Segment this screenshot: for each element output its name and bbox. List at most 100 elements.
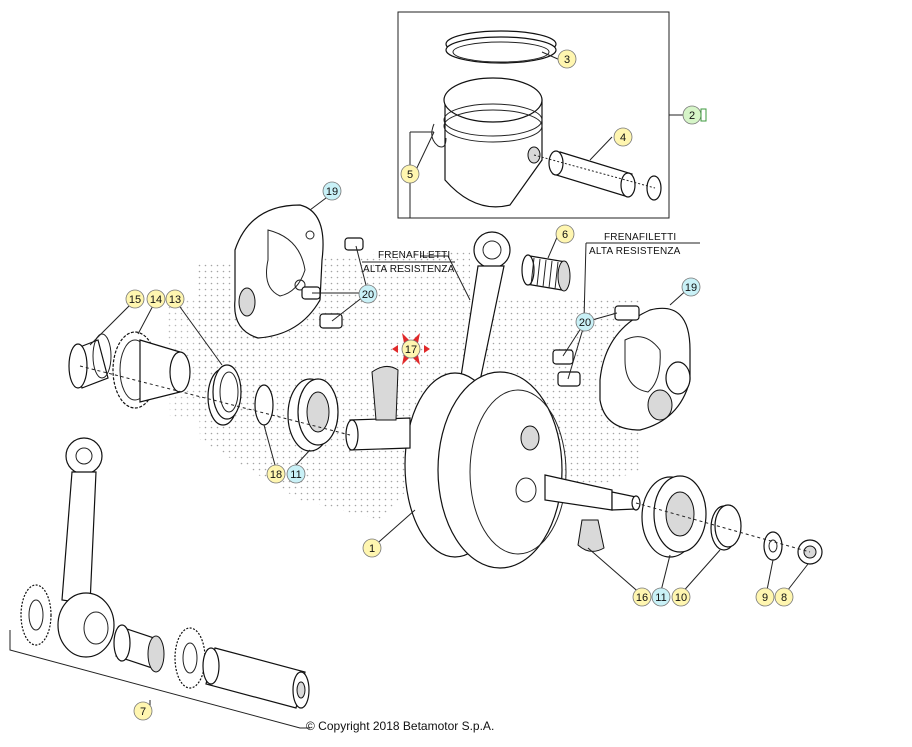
screws-right xyxy=(552,305,640,387)
callout-c20b[interactable]: 20 xyxy=(575,312,595,332)
woodruff-key-right xyxy=(577,519,605,552)
callout-label: 15 xyxy=(129,294,141,306)
callout-bubble xyxy=(651,587,671,607)
conrod-kit-rod xyxy=(57,437,115,658)
callout-c17[interactable]: 17 xyxy=(401,339,421,359)
callout-c18[interactable]: 18 xyxy=(266,464,286,484)
main-bearing-left-11 xyxy=(287,378,339,452)
piston-rings xyxy=(445,30,557,64)
callout-c7[interactable]: 7 xyxy=(133,701,153,721)
callout-label: 11 xyxy=(655,592,666,604)
callout-bubble xyxy=(362,538,382,558)
shim-ring-18 xyxy=(254,384,274,426)
callout-bubble xyxy=(774,587,794,607)
woodruff-key-left xyxy=(371,366,399,421)
callout-bracket xyxy=(700,108,707,122)
callout-c2[interactable]: 2 xyxy=(682,105,707,125)
callout-label: 6 xyxy=(562,229,568,241)
note-left-line1: FRENAFILETTI xyxy=(378,250,450,261)
callout-c19b[interactable]: 19 xyxy=(681,277,701,297)
callout-label: 20 xyxy=(579,317,591,329)
conrod-kit-crank-pin xyxy=(202,647,310,709)
callout-bubble xyxy=(613,127,633,147)
right-crank-web xyxy=(599,307,691,431)
main-bearing-right-11 xyxy=(641,475,707,558)
callout-c9[interactable]: 9 xyxy=(755,587,775,607)
callout-label: 16 xyxy=(636,592,648,604)
callout-bubble xyxy=(575,312,595,332)
callout-bubble xyxy=(400,164,420,184)
callout-bubble xyxy=(133,701,153,721)
oil-seal-right-10 xyxy=(710,504,742,551)
callout-bubble xyxy=(358,284,378,304)
callout-c20a[interactable]: 20 xyxy=(358,284,378,304)
conrod-kit-thrust-washer-left xyxy=(20,584,52,646)
callout-label: 10 xyxy=(675,592,687,604)
left-crank-web xyxy=(234,204,324,339)
note-left-line2: ALTA RESISTENZA xyxy=(363,264,455,275)
conrod-kit-group xyxy=(9,437,310,729)
piston-kit-group xyxy=(397,11,684,219)
callout-bubble xyxy=(286,464,306,484)
callout-bubble xyxy=(681,277,701,297)
note-left-thread-locker: FRENAFILETTI ALTA RESISTENZA xyxy=(362,250,455,275)
crankshaft-assembly xyxy=(345,371,641,569)
callout-bubble xyxy=(557,49,577,69)
callout-c14[interactable]: 14 xyxy=(146,289,166,309)
callout-bubble xyxy=(401,339,421,359)
bushing-13 xyxy=(207,364,242,426)
callout-label: 17 xyxy=(405,344,417,356)
callout-bubble xyxy=(555,224,575,244)
callout-label: 2 xyxy=(689,110,695,122)
callout-label: 18 xyxy=(270,469,282,481)
callout-c11b[interactable]: 11 xyxy=(651,587,671,607)
callout-label: 3 xyxy=(564,54,570,66)
callout-label: 20 xyxy=(362,289,374,301)
note-right-line2: ALTA RESISTENZA xyxy=(589,246,681,257)
callout-c11a[interactable]: 11 xyxy=(286,464,306,484)
callout-label: 19 xyxy=(685,282,697,294)
callout-c1[interactable]: 1 xyxy=(362,538,382,558)
note-right-line1: FRENAFILETTI xyxy=(604,232,676,243)
callout-c13[interactable]: 13 xyxy=(165,289,185,309)
callout-bubble xyxy=(671,587,691,607)
callout-bubble xyxy=(322,181,342,201)
callout-layer: 1 2 3 4 5 6 7 8 9 10 11 11 13 14 15 16 17 18 19 19 20 20 xyxy=(125,49,794,721)
callout-label: 9 xyxy=(762,592,768,604)
callout-c4[interactable]: 4 xyxy=(613,127,633,147)
callout-c10[interactable]: 10 xyxy=(671,587,691,607)
callout-bubble xyxy=(266,464,286,484)
callout-bubble xyxy=(125,289,145,309)
callout-label: 11 xyxy=(290,469,301,481)
callout-c19a[interactable]: 19 xyxy=(322,181,342,201)
callout-label: 19 xyxy=(326,186,338,198)
callout-c16[interactable]: 16 xyxy=(632,587,652,607)
callout-bubble xyxy=(632,587,652,607)
callout-bubble xyxy=(755,587,775,607)
callout-label: 4 xyxy=(620,132,626,144)
callout-c15[interactable]: 15 xyxy=(125,289,145,309)
conrod-kit-needle-bearing xyxy=(113,624,165,673)
callout-label: 5 xyxy=(407,169,413,181)
callout-label: 7 xyxy=(140,706,146,718)
callout-c6[interactable]: 6 xyxy=(555,224,575,244)
callout-c3[interactable]: 3 xyxy=(557,49,577,69)
callout-label: 8 xyxy=(781,592,787,604)
piston xyxy=(443,77,543,208)
callout-label: 1 xyxy=(369,543,375,555)
conrod-kit-thrust-washer-right xyxy=(174,627,206,689)
callout-c8[interactable]: 8 xyxy=(774,587,794,607)
wrist-pin xyxy=(548,150,636,198)
callout-c5[interactable]: 5 xyxy=(400,164,420,184)
small-end-needle-bearing xyxy=(521,254,571,292)
note-right-thread-locker: FRENAFILETTI ALTA RESISTENZA xyxy=(589,232,681,257)
left-nut-15 xyxy=(68,333,112,389)
leader-lines xyxy=(89,51,809,596)
washer-9 xyxy=(763,531,783,561)
callout-label: 13 xyxy=(169,294,181,306)
callout-bubble xyxy=(146,289,166,309)
callout-label: 14 xyxy=(150,294,162,306)
copyright-notice: © Copyright 2018 Betamotor S.p.A. xyxy=(306,719,495,733)
callout-bubble xyxy=(165,289,185,309)
